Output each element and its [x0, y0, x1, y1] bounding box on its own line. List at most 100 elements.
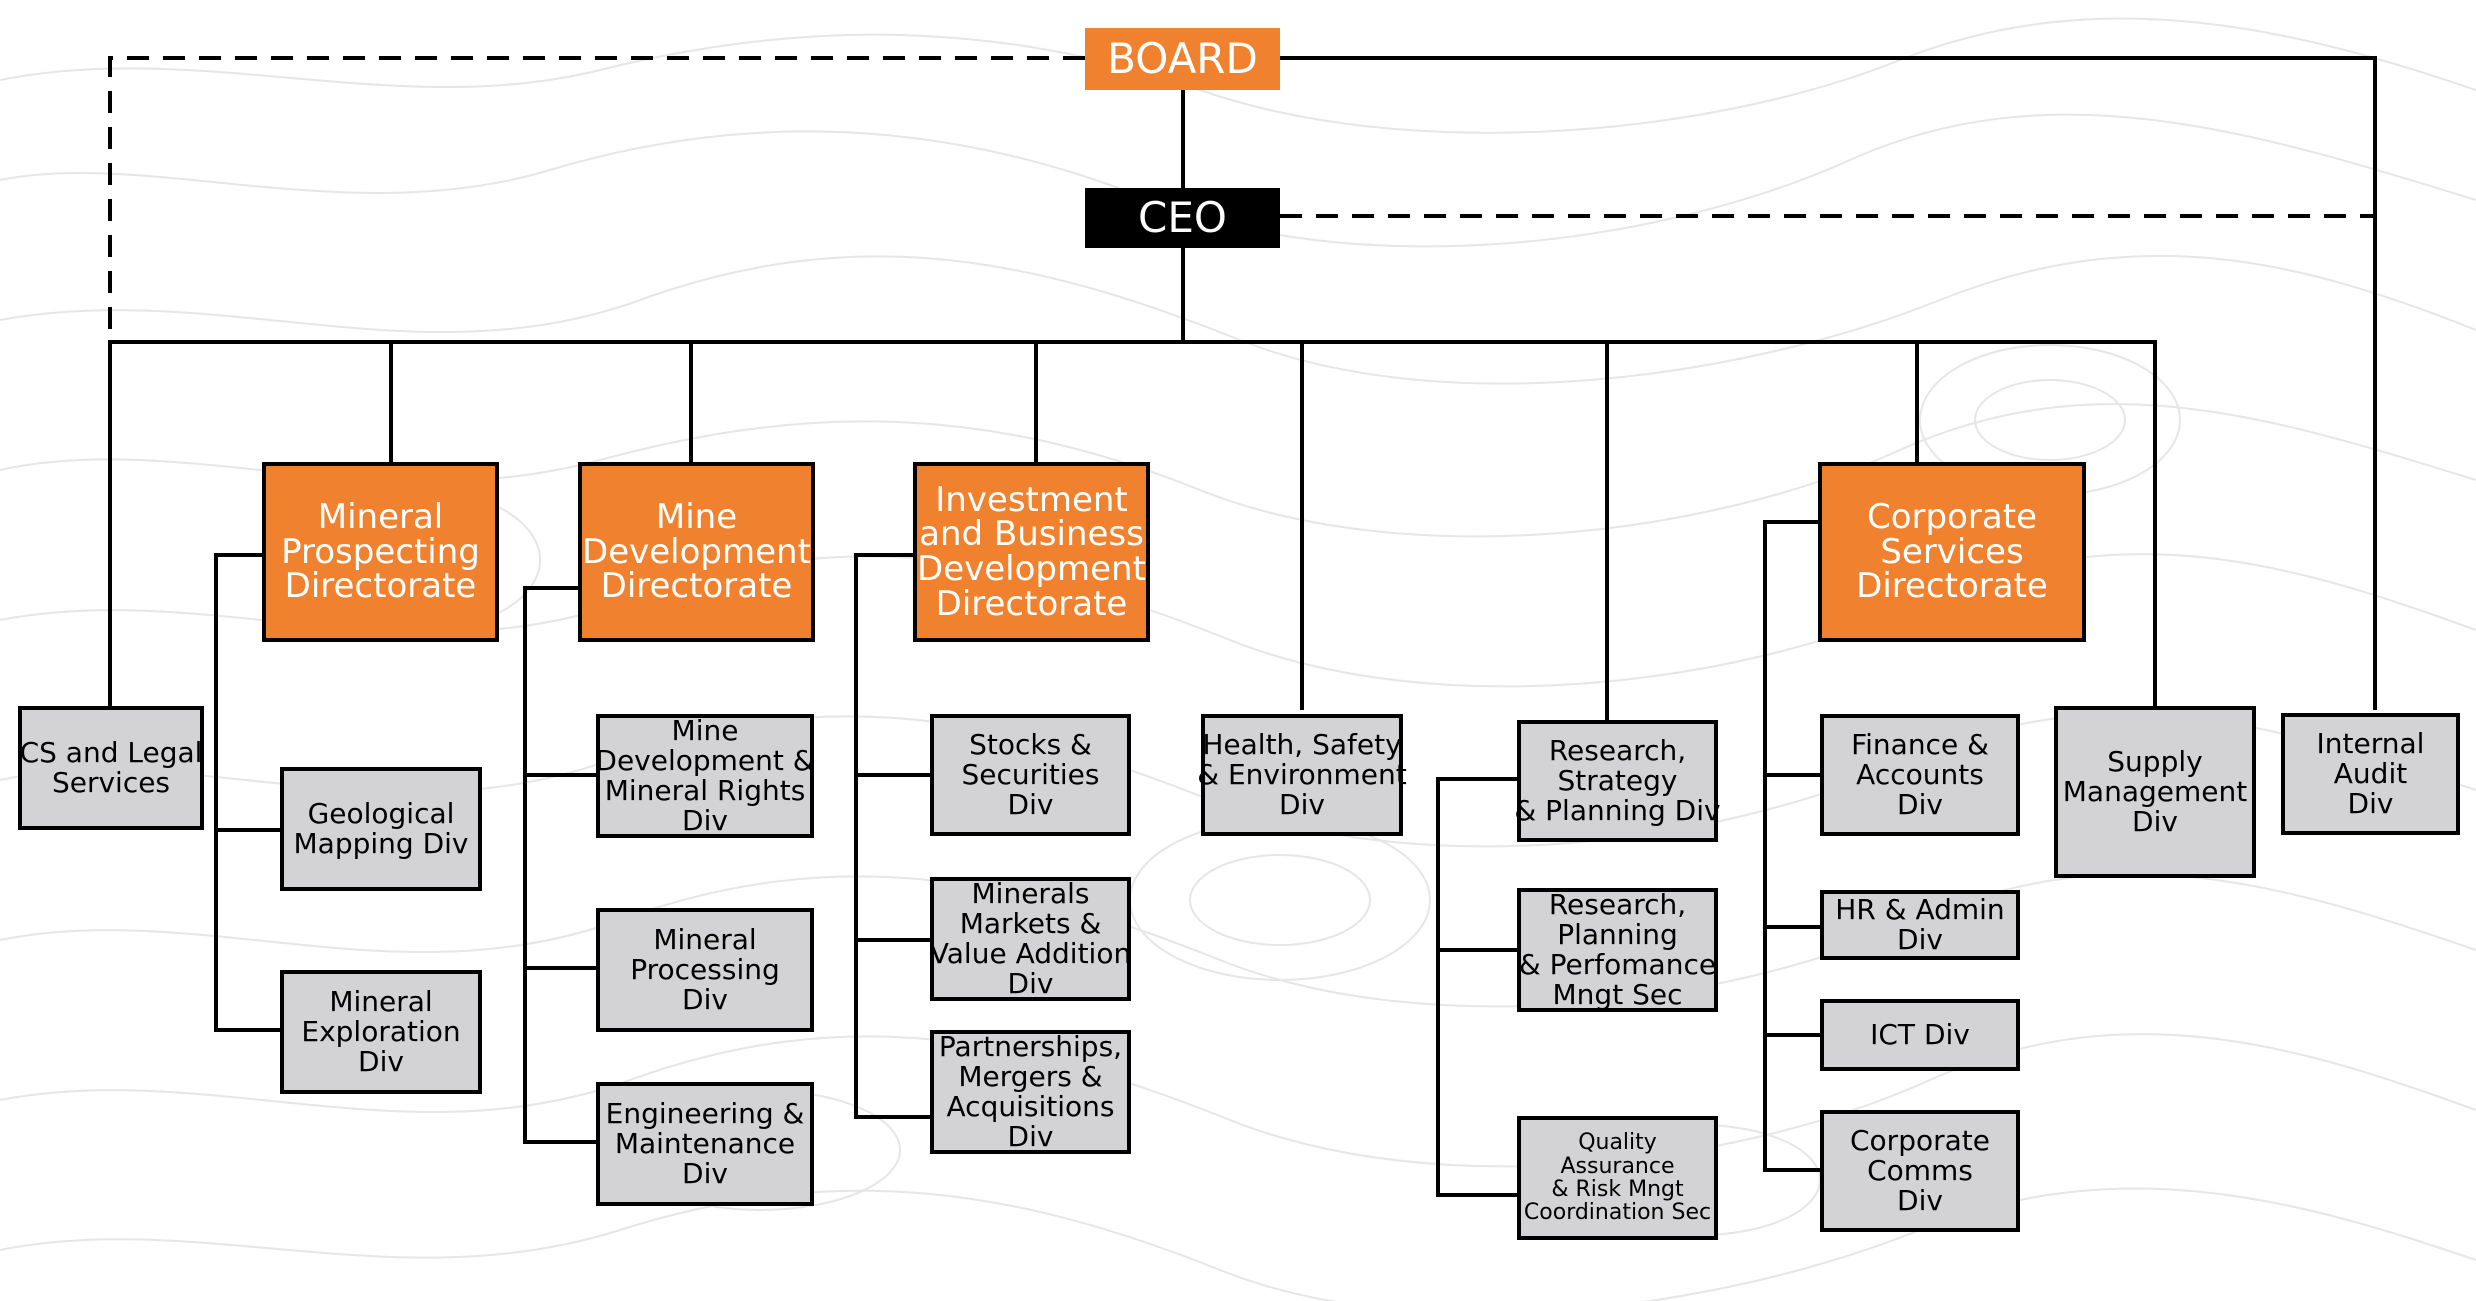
- box-label-line: Services: [1880, 531, 2024, 572]
- box-label-line: BOARD: [1107, 34, 1258, 84]
- box-label-line: Health, Safety: [1202, 727, 1402, 761]
- box-label-line: ICT Div: [1870, 1017, 1970, 1051]
- box-label-line: & Planning Div: [1514, 794, 1721, 828]
- box-label-line: Finance &: [1851, 727, 1989, 761]
- box-label-line: Mineral: [653, 922, 757, 956]
- research-strategy-planning-div-box: Research,Strategy& Planning Div: [1514, 720, 1721, 842]
- board-box: BOARD: [1085, 28, 1280, 90]
- box-label-line: CEO: [1138, 193, 1227, 243]
- box-label-line: Processing: [630, 952, 780, 986]
- box-label-line: Corporate: [1850, 1123, 1990, 1157]
- box-label-line: Div: [682, 983, 728, 1017]
- box-label-line: Div: [358, 1045, 404, 1079]
- box-label-line: Coordination Sec: [1523, 1200, 1712, 1226]
- box-label-line: Geological: [307, 796, 455, 830]
- box-label-line: Prospecting: [281, 531, 480, 572]
- box-label-line: Audit: [2333, 756, 2408, 790]
- box-label-line: Div: [1007, 967, 1054, 1001]
- box-label-line: Div: [682, 804, 728, 838]
- box-label-line: Minerals: [971, 876, 1090, 910]
- box-label-line: Div: [1007, 788, 1054, 822]
- box-label-line: & Risk Mngt: [1551, 1177, 1684, 1202]
- box-label-line: Development &: [595, 743, 815, 777]
- box-label-line: Value Addition: [929, 937, 1132, 970]
- box-label-line: Research,: [1548, 733, 1687, 767]
- box-label-line: Div: [2347, 787, 2394, 821]
- board-audit-line: [1278, 56, 2377, 710]
- box-label-line: Exploration: [301, 1014, 461, 1048]
- box-label-line: Comms: [1867, 1153, 1973, 1187]
- ict-div-box: ICT Div: [1820, 999, 2020, 1071]
- box-label-line: & Perfomance: [1518, 948, 1717, 981]
- box-label-line: Directorate: [600, 566, 793, 607]
- box-label-line: Stocks &: [969, 727, 1092, 761]
- box-label-line: Mineral: [317, 496, 444, 537]
- box-label-line: Div: [1897, 923, 1943, 956]
- box-label-line: Supply: [2107, 744, 2203, 778]
- box-label-line: Engineering &: [605, 1096, 805, 1130]
- box-label-line: Quality: [1578, 1130, 1657, 1156]
- box-label-line: Div: [1897, 1184, 1943, 1218]
- box-label-line: Mineral: [329, 984, 433, 1018]
- box-label-line: Directorate: [1856, 566, 2048, 607]
- box-label-line: Research,: [1548, 887, 1687, 921]
- box-label-line: Management: [2062, 774, 2248, 808]
- box-label-line: Planning: [1557, 917, 1678, 951]
- box-label-line: Corporate: [1867, 496, 2037, 537]
- box-label-line: Strategy: [1557, 763, 1678, 797]
- box-label-line: Div: [1279, 788, 1325, 822]
- box-label-line: Services: [51, 766, 171, 799]
- box-label-line: Div: [682, 1157, 728, 1191]
- box-label-line: Markets &: [959, 906, 1102, 940]
- box-label-line: Mine: [671, 713, 739, 747]
- box-label-line: Development: [917, 549, 1146, 589]
- box-label-line: HR & Admin: [1835, 892, 2005, 926]
- box-label-line: Div: [1897, 788, 1943, 822]
- box-label-line: & Environment: [1197, 757, 1407, 791]
- box-label-line: Directorate: [284, 566, 477, 607]
- box-label-line: Securities: [961, 757, 1100, 791]
- box-label-line: Mapping Div: [293, 827, 469, 860]
- box-label-line: Internal: [2316, 726, 2425, 760]
- ceo-box: CEO: [1085, 188, 1280, 248]
- box-label-line: Acquisitions: [946, 1090, 1115, 1123]
- box-label-line: Div: [2132, 805, 2178, 839]
- box-label-line: and Business: [919, 514, 1144, 555]
- box-label-line: Mngt Sec: [1552, 978, 1683, 1012]
- board-cs-legal-dashed-line: [108, 56, 1085, 342]
- box-label-line: Accounts: [1856, 757, 1984, 791]
- box-label-line: Investment: [935, 479, 1128, 520]
- box-label-line: Development: [582, 531, 811, 572]
- box-label-line: Mergers &: [958, 1059, 1103, 1093]
- box-label-line: Partnerships,: [938, 1029, 1123, 1063]
- box-label-line: CS and Legal: [19, 735, 203, 769]
- box-label-line: Maintenance: [614, 1126, 796, 1160]
- box-label-line: Div: [1007, 1120, 1054, 1154]
- box-label-line: Mine: [655, 496, 738, 537]
- box-label-line: Mineral Rights: [604, 774, 806, 807]
- box-label-line: Directorate: [935, 583, 1128, 624]
